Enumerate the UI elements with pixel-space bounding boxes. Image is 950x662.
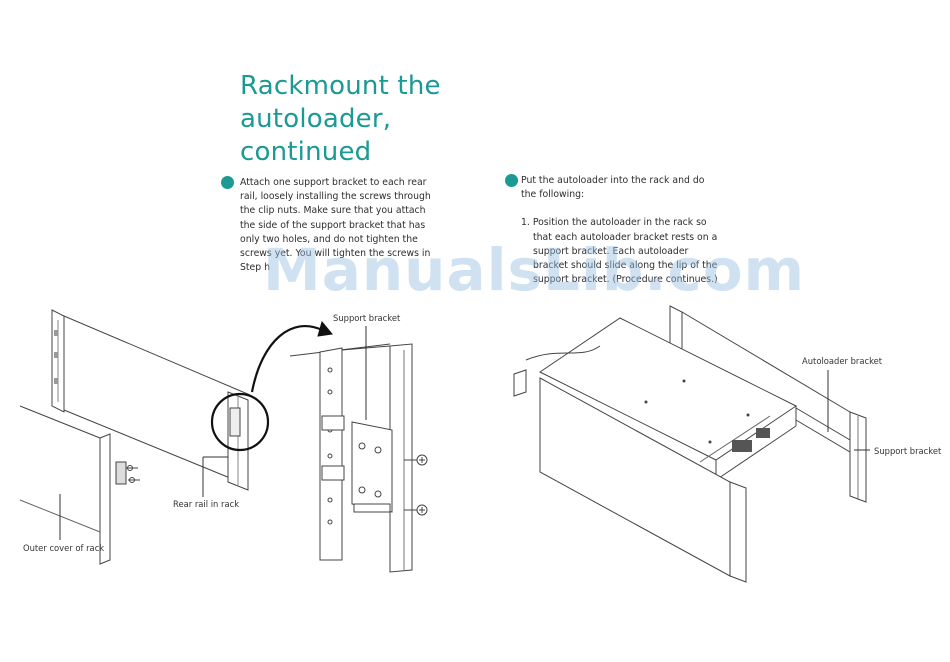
step-left-line: rail, loosely installing the screws thro… (240, 191, 431, 203)
label-support-bracket-right: Support bracket (874, 446, 942, 456)
autoloader-rack-drawing (513, 305, 870, 583)
page-title: Rackmount the autoloader, continued (240, 70, 500, 169)
step-left-line: the side of the support bracket that has (240, 219, 426, 231)
substep-line: that each autoloader bracket rests on a (533, 231, 718, 243)
title-line-2: autoloader, (240, 104, 392, 134)
step-bullet-right-icon (505, 174, 518, 187)
step-left-line: screws yet. You will tighten the screws … (240, 248, 431, 260)
step-left-line: Attach one support bracket to each rear (240, 177, 427, 188)
zoom-arrow (250, 325, 323, 393)
title-line-3: continued (240, 137, 372, 167)
step-left-line: the clip nuts. Make sure that you attach (240, 205, 426, 217)
rear-rail-drawing (19, 309, 251, 565)
label-autoloader-bracket: Autoloader bracket (802, 356, 883, 366)
title-line-1: Rackmount the (240, 71, 441, 101)
step-right-line: Put the autoloader into the rack and do (521, 175, 705, 186)
substep-line: 1. Position the autoloader in the rack s… (521, 217, 707, 229)
bracket-detail-drawing (289, 326, 428, 573)
step-text-right: Put the autoloader into the rack and do … (521, 174, 718, 287)
zoom-circle (210, 392, 270, 452)
label-support-bracket-top: Support bracket (333, 313, 401, 323)
step-left-line: Step h (240, 262, 271, 274)
step-bullet-left-icon (221, 176, 234, 189)
label-outer-cover: Outer cover of rack (23, 543, 105, 553)
substep-line: support bracket. Each autoloader (533, 245, 689, 257)
step-left-line: only two holes, and do not tighten the (240, 233, 418, 245)
step-text-left: Attach one support bracket to each rear … (240, 176, 431, 275)
substep-line: support bracket. (Procedure continues.) (533, 274, 718, 286)
label-rear-rail: Rear rail in rack (173, 499, 240, 509)
step-right-line: the following: (521, 189, 585, 201)
substep-line: bracket should slide along the lip of th… (533, 260, 718, 272)
